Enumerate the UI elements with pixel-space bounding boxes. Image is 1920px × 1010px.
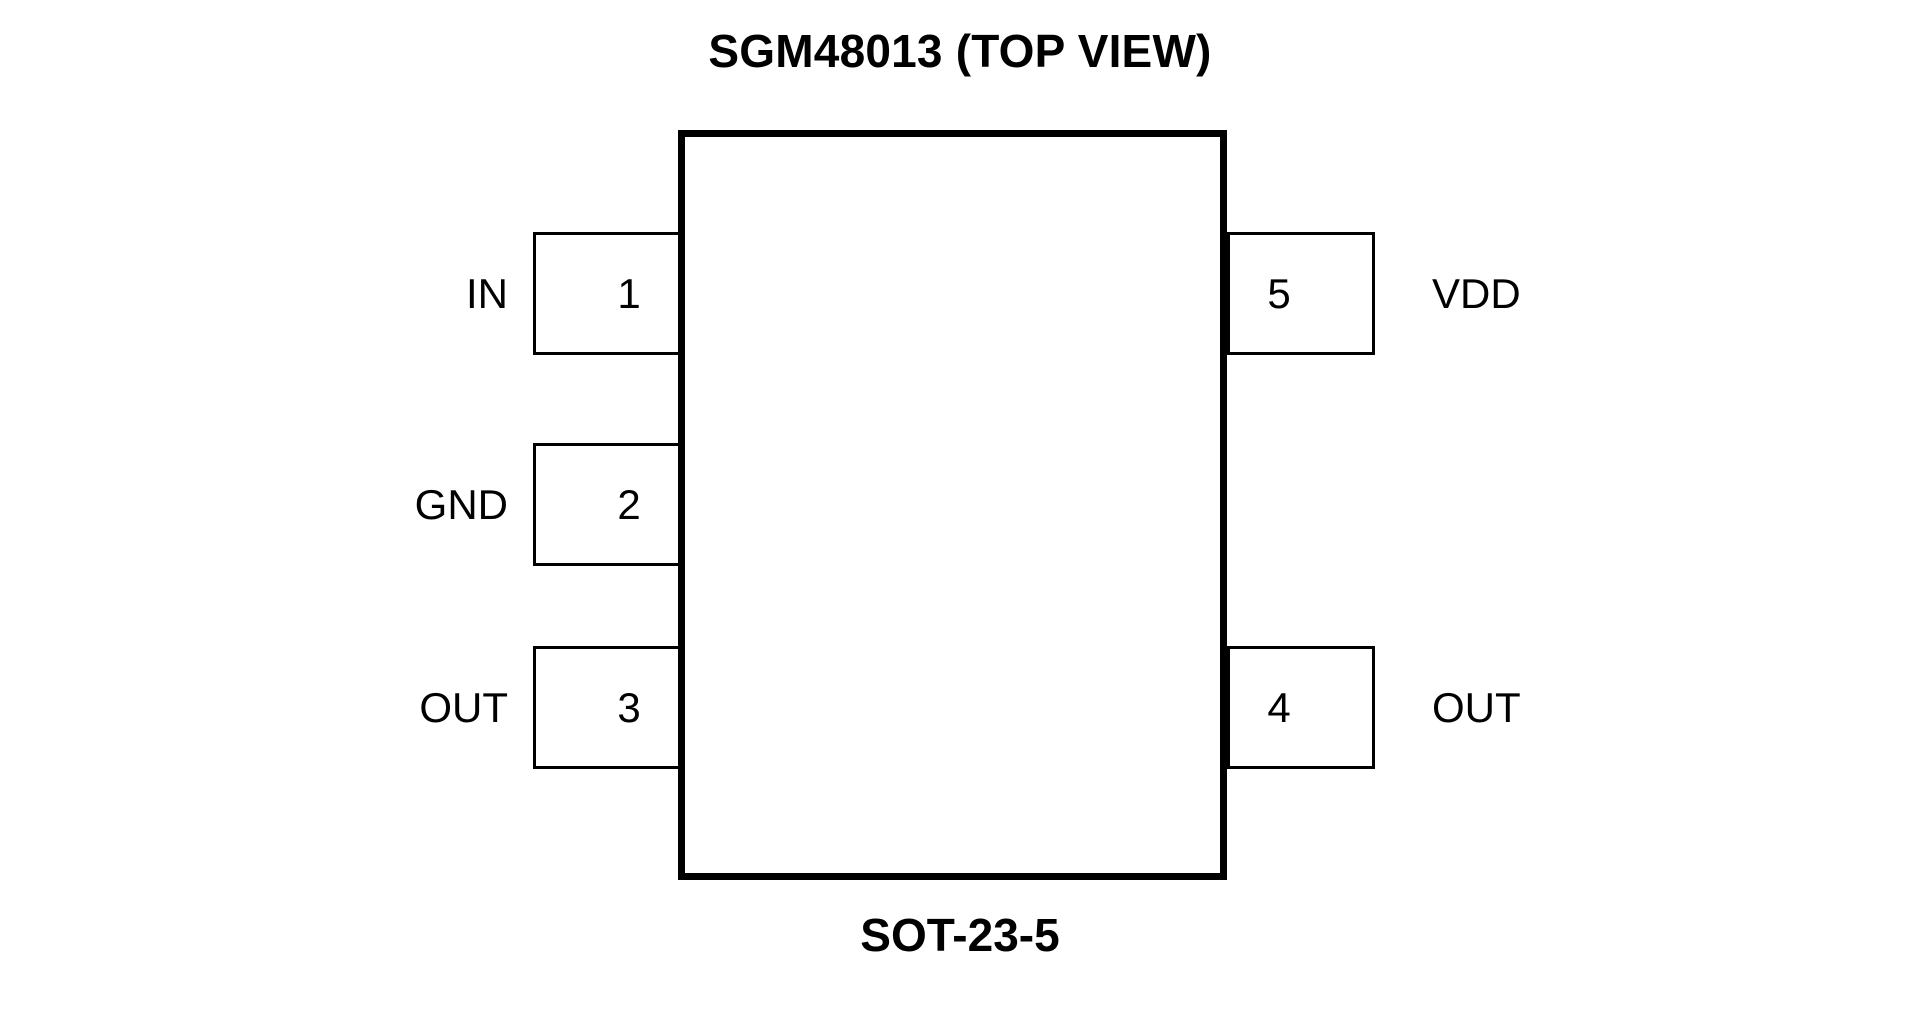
pin-label-in: IN: [466, 270, 508, 317]
diagram-title: SGM48013 (TOP VIEW): [708, 25, 1212, 77]
pin-pad-1: 1: [533, 232, 681, 355]
pin-pad-4: 4: [1227, 646, 1375, 769]
pin-number-1: 1: [617, 269, 641, 317]
pin-label-gnd: GND: [414, 481, 508, 528]
pin-pad-5: 5: [1227, 232, 1375, 355]
pin-pad-2: 2: [533, 443, 681, 566]
pin-number-5: 5: [1267, 269, 1291, 317]
package-body-outline: [678, 130, 1227, 880]
pin-number-4: 4: [1267, 683, 1291, 731]
package-type-label: SOT-23-5: [860, 909, 1060, 961]
pin-number-2: 2: [617, 480, 641, 528]
pin-number-3: 3: [617, 683, 641, 731]
pin-pad-3: 3: [533, 646, 681, 769]
pin-label-out-left: OUT: [419, 684, 508, 731]
pin-label-out-right: OUT: [1432, 684, 1521, 731]
pin-label-vdd: VDD: [1432, 270, 1521, 317]
